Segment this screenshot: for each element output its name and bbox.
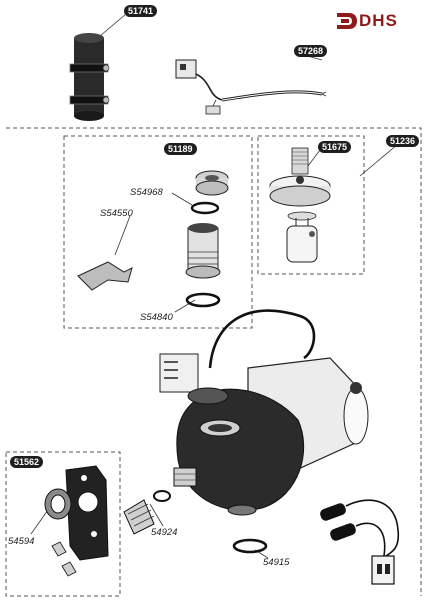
leader-s54840 — [174, 299, 196, 313]
part-label-54915: 54915 — [263, 557, 290, 568]
part-label-54594: 54594 — [8, 536, 35, 547]
part-badge-51189: 51189 — [164, 143, 197, 155]
logo-text: DHS — [359, 11, 398, 30]
group-outline-51189 — [63, 135, 253, 329]
leader-54594 — [30, 509, 49, 535]
group-outline-51675 — [257, 135, 365, 275]
pump-body-51236 — [159, 309, 369, 516]
valve-kit-51189 — [77, 170, 229, 308]
drain-valve — [123, 490, 171, 535]
leader-s54968 — [171, 192, 193, 206]
retaining-clip-s54550 — [77, 261, 133, 291]
sensor-cable-57268 — [175, 59, 327, 115]
part-label-s54550: S54550 — [100, 208, 133, 219]
part-label-s54840: S54840 — [140, 312, 173, 323]
sensor-lead — [320, 499, 400, 585]
o-ring-s54840 — [185, 292, 221, 308]
o-ring-s54968 — [190, 201, 220, 215]
dhs-logo: DHS — [335, 10, 421, 32]
group-outline-51562 — [5, 451, 121, 597]
part-label-54924: 54924 — [151, 527, 178, 538]
part-badge-51562: 51562 — [10, 456, 44, 468]
part-label-s54968: S54968 — [130, 187, 163, 198]
part-badge-51741: 51741 — [124, 5, 158, 17]
o-ring-54924 — [153, 490, 171, 502]
o-ring-54915 — [232, 538, 268, 554]
part-badge-51236: 51236 — [386, 135, 420, 147]
leader-s54550 — [114, 215, 131, 256]
part-badge-57268: 57268 — [294, 45, 328, 57]
bracket-kit-51562 — [44, 465, 109, 577]
flow-component-51675 — [269, 147, 331, 263]
leader-51741 — [99, 13, 127, 37]
assembly-outline-51236 — [6, 127, 422, 596]
leader-54924 — [149, 503, 164, 527]
dhs-logo-mark — [337, 13, 357, 29]
part-badge-51675: 51675 — [318, 141, 352, 153]
leader-51236 — [359, 143, 399, 177]
pipe-section-51741 — [69, 33, 110, 121]
